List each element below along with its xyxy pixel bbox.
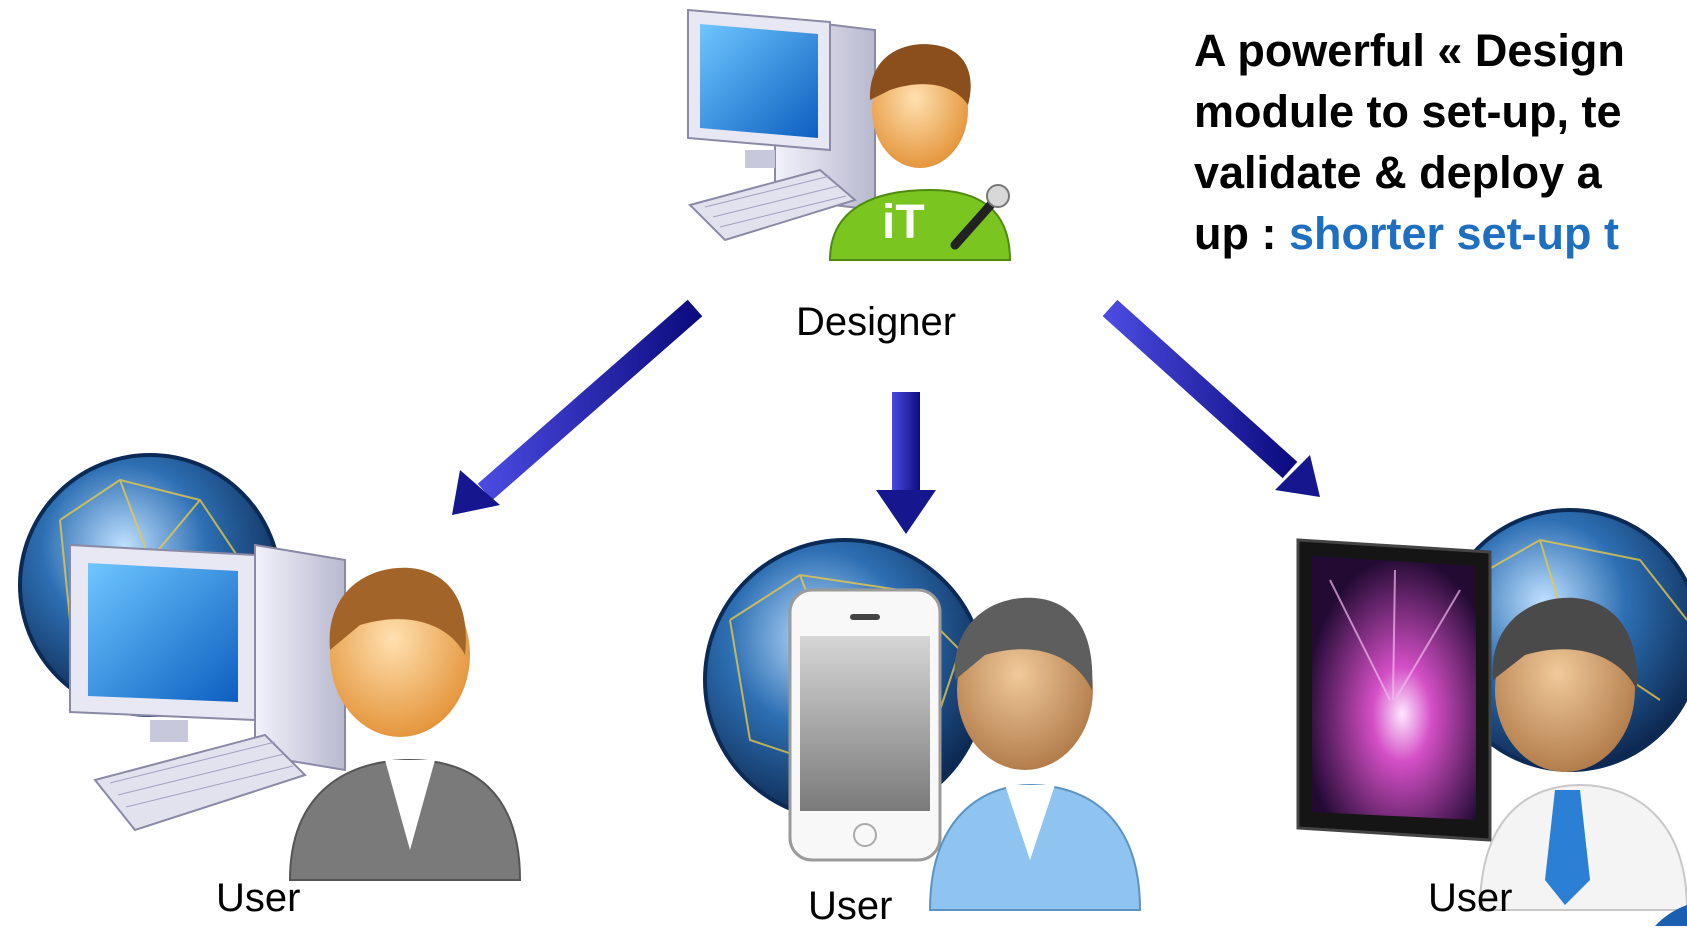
corner-accent [1655,905,1687,926]
headline-line-1: A powerful « Design [1194,25,1625,76]
headline-line-3: validate & deploy a [1194,147,1602,198]
designer-workstation-icon: iT [687,8,1012,261]
tablet-user-icon [1296,508,1687,911]
tablet-user-label: User [1428,876,1513,920]
svg-text:iT: iT [882,196,925,249]
desktop-user-icon [18,453,522,881]
headline-accent-text: shorter set-up t [1288,208,1619,259]
smartphone-user-icon [703,538,1142,911]
arrow-designer-to-desktop-user [452,299,703,515]
arrow-designer-to-tablet-user [1102,299,1320,497]
phone-user-label: User [808,884,893,928]
headline-line-4: up : shorter set-up t [1194,203,1687,264]
designer-label: Designer [796,300,957,344]
arrow-designer-to-phone-user [876,392,936,534]
headline-line-4-prefix: up : [1194,208,1289,259]
desktop-user-label: User [216,876,301,920]
headline-text: A powerful « Design module to set-up, te… [1194,20,1687,264]
headline-line-2: module to set-up, te [1194,86,1622,137]
